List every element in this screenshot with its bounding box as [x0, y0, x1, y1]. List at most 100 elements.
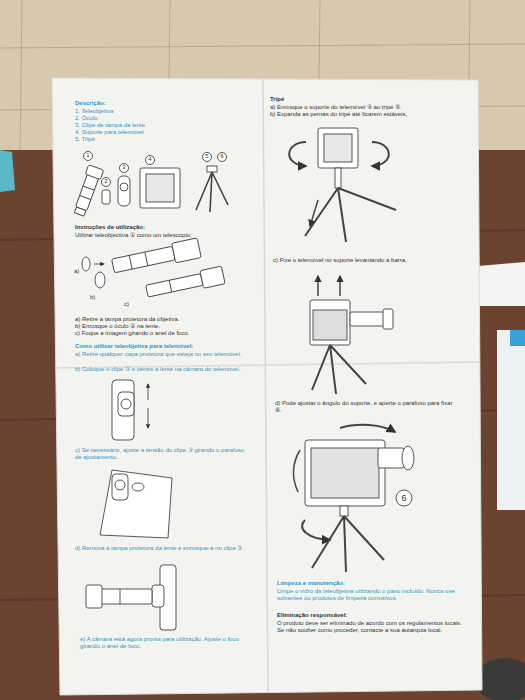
part-name: 2. Óculo — [75, 115, 245, 122]
phone-holder — [305, 440, 385, 506]
lens-front — [86, 585, 102, 608]
arrow — [94, 264, 104, 265]
lens-clip — [118, 176, 130, 206]
callout-number: 2 — [102, 178, 111, 185]
lens-body — [350, 312, 384, 326]
lens-front — [383, 309, 393, 329]
lens-ring — [169, 280, 171, 292]
telephoto-lens — [145, 266, 225, 300]
callout-circle — [218, 153, 227, 162]
rotate-arrow — [340, 425, 395, 432]
line-drawings — [72, 128, 414, 630]
callout-number: 1 — [84, 152, 93, 159]
tripod-head — [207, 166, 217, 172]
dark-object — [475, 658, 525, 700]
callout-circle — [120, 164, 129, 173]
tripod-legs — [312, 516, 384, 572]
lens-ring — [145, 252, 148, 266]
callout-circle — [84, 152, 93, 161]
lens-front — [402, 446, 414, 470]
instruction-text: d) Remova a tampa protetora da lente e e… — [75, 545, 247, 552]
adjust-screw — [132, 483, 144, 491]
instruction-text: b) Expanda as pernas do tripé até ficare… — [270, 111, 460, 118]
rotate-arrow — [302, 520, 330, 540]
tripod-legs — [305, 188, 396, 242]
lens-front — [172, 238, 202, 263]
tripod-column — [340, 506, 348, 516]
callout-number: 3 — [120, 164, 129, 171]
instruction-sheet — [52, 78, 482, 695]
callout-circle — [146, 156, 155, 165]
lens-ring — [120, 589, 121, 604]
hand — [293, 450, 300, 492]
heading-text: Eliminação responsável: — [277, 612, 469, 619]
tripod-column — [335, 168, 341, 188]
instruction-text: c) Foque a imagem girando o anel de foco… — [75, 330, 250, 337]
phone-holder — [318, 128, 358, 168]
instruction-text: a) Retire qualquer capa protetora que es… — [75, 351, 247, 358]
lens-ring — [80, 195, 91, 199]
callout-number: 4 — [146, 156, 155, 163]
tripod-legs — [196, 172, 228, 212]
instruction-text: e) A câmara está agora pronta para utili… — [80, 636, 252, 650]
box-stripe — [510, 330, 525, 346]
lens-body — [378, 448, 404, 468]
part-name: 3. Clipe de tampa da lente — [75, 122, 245, 129]
lens-body — [112, 246, 176, 273]
lens-front — [85, 165, 103, 180]
fold-line — [263, 80, 268, 692]
lens-clip — [152, 585, 164, 607]
blue-cup — [0, 150, 15, 192]
white-box — [497, 330, 525, 510]
heading-text: Instruções de utilização: — [75, 224, 250, 231]
lens-body — [146, 274, 203, 297]
holder-inner — [146, 174, 174, 202]
instruction-text: c) Se necessário, ajuste a tensão do cli… — [75, 447, 247, 461]
clip-hole — [120, 183, 128, 191]
phone — [100, 470, 172, 538]
clip-lens — [115, 480, 125, 490]
lens-cap — [82, 257, 90, 271]
instruction-text: Utilizar teleobjectiva ① como um telescó… — [75, 232, 250, 239]
step-letter: c) — [124, 301, 136, 308]
phone — [311, 448, 379, 498]
lens-ring — [129, 255, 132, 269]
eyepiece — [95, 272, 105, 288]
callout-circle — [396, 490, 412, 506]
instruction-text: c) Fixe o telemóvel no suporte levantand… — [273, 257, 463, 264]
instruction-text: b) Coloque o clipe ③ e centre a lente na… — [75, 366, 247, 373]
rotate-arrow — [372, 142, 389, 166]
callout-number: 5 — [203, 153, 212, 160]
note-text: Limpe o vidro da teleobjetiva utilizando… — [277, 588, 469, 602]
callout-circle — [203, 153, 212, 162]
step-letter: b) — [90, 294, 102, 301]
part-name: 1. Teleobjetiva — [75, 108, 245, 115]
telephoto-lens — [72, 165, 104, 217]
tile-joint — [0, 44, 525, 48]
arrow — [317, 276, 319, 296]
instruction-text: a) Retire a tampa protetora da objetiva. — [75, 316, 250, 323]
arrow — [148, 384, 149, 400]
arrow — [339, 276, 341, 296]
lens-front — [200, 266, 225, 288]
instruction-text: a) Enrosque o suporte do telemóvel ④ ao … — [270, 104, 460, 111]
heading-text: Como utilizar teleobjetiva para telemóve… — [75, 343, 250, 350]
arrow — [148, 408, 149, 428]
lens-body — [100, 589, 152, 604]
telephoto-lens — [111, 238, 201, 276]
phone-holder — [310, 300, 350, 345]
arrow — [310, 200, 318, 226]
phone-edge — [112, 380, 134, 440]
instruction-text: d) Pode ajustar o ângulo do suporte, e a… — [275, 400, 457, 414]
callout-circle — [102, 178, 111, 187]
lens-ring — [74, 207, 85, 216]
step-letter: a) — [74, 268, 86, 275]
lens-clip — [112, 474, 128, 500]
phone — [313, 310, 347, 340]
holder-inner — [324, 134, 352, 162]
heading-text: Limpeza e manutenção: — [277, 580, 469, 587]
part-name: 5. Tripé — [75, 136, 245, 143]
callout-number: 6 — [396, 493, 412, 504]
